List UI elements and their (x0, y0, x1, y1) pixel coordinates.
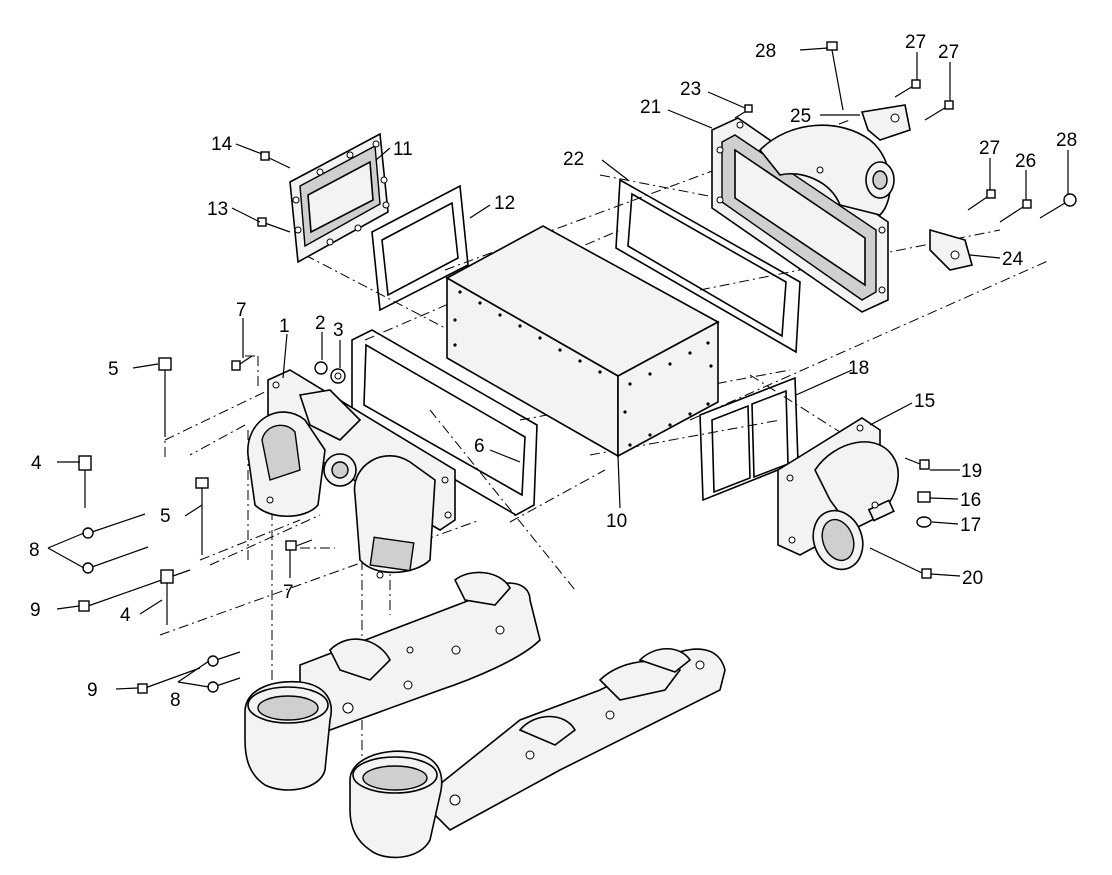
outlet-housing-21 (711, 117, 895, 313)
callout-leaders (47, 47, 1069, 690)
callout-27-top-right: 27 (938, 42, 959, 63)
bolt-14 (260, 151, 291, 169)
callout-24: 24 (1002, 249, 1024, 270)
callout-1: 1 (279, 316, 290, 337)
bracket-25 (860, 104, 911, 141)
bolt-8-b (82, 546, 149, 574)
callout-7-top: 7 (236, 300, 247, 321)
callout-19: 19 (961, 461, 982, 482)
callout-labels: 28 27 27 23 21 25 22 27 26 28 24 14 13 1… (29, 32, 1077, 711)
callout-9-top: 9 (30, 600, 41, 621)
callout-5-top: 5 (108, 359, 119, 380)
bolt-8-a (82, 513, 146, 539)
end-cover-11 (289, 132, 390, 264)
callout-4-top: 4 (31, 453, 42, 474)
callout-25: 25 (790, 106, 811, 127)
callout-4-mid: 4 (120, 605, 131, 626)
bolt-7-top (231, 355, 253, 371)
callout-22: 22 (563, 149, 584, 170)
callout-12: 12 (494, 193, 515, 214)
bolt-9-low (137, 667, 201, 694)
callout-15: 15 (914, 391, 935, 412)
bolt-5-mid (195, 477, 209, 555)
callout-7-mid: 7 (283, 582, 294, 603)
callout-2: 2 (315, 313, 326, 334)
callout-6: 6 (474, 436, 485, 457)
bolt-23 (734, 104, 753, 119)
callout-8-top: 8 (29, 540, 40, 561)
callout-20: 20 (962, 568, 983, 589)
bolt-5-top (158, 357, 172, 437)
plug-16 (917, 491, 931, 503)
callout-3: 3 (333, 320, 344, 341)
lower-manifold-left (244, 571, 541, 791)
bolt-8-c (207, 651, 241, 667)
bolt-4-mid (160, 569, 174, 625)
callout-18: 18 (848, 358, 869, 379)
bolt-19 (904, 457, 930, 470)
callout-9-low: 9 (87, 680, 98, 701)
bolt-26 (999, 199, 1032, 223)
gasket-22 (615, 178, 801, 354)
bolt-7-mid (285, 539, 313, 551)
callout-14: 14 (211, 134, 233, 155)
bolt-27-side (967, 189, 996, 211)
washer-17 (916, 516, 932, 528)
bolt-27-top-left (894, 79, 921, 98)
fasteners (78, 41, 1077, 694)
callout-11: 11 (393, 139, 413, 160)
bolt-28-top (826, 41, 844, 111)
callout-16: 16 (960, 490, 981, 511)
bolt-28-side (1039, 193, 1077, 219)
bolt-20 (869, 547, 932, 579)
bolt-4-top (78, 455, 92, 508)
callout-17: 17 (960, 515, 981, 536)
callout-27-side: 27 (979, 138, 1000, 159)
bolt-27-top-right (924, 100, 954, 121)
washer-3 (330, 368, 346, 384)
cooler-core (445, 225, 720, 458)
callout-13: 13 (207, 199, 228, 220)
bolt-13 (257, 217, 291, 233)
callout-27-top-left: 27 (905, 32, 926, 53)
callout-10: 10 (606, 511, 627, 532)
front-housing-1 (247, 369, 456, 579)
lower-manifold-right (349, 648, 726, 859)
callout-28-side: 28 (1056, 130, 1077, 151)
callout-23: 23 (680, 79, 701, 100)
callout-28-top: 28 (755, 41, 776, 62)
plug-2 (314, 361, 328, 375)
inlet-housing-15 (777, 417, 900, 571)
bolt-8-d (207, 677, 241, 693)
callout-8-low: 8 (170, 690, 181, 711)
gasket-12 (371, 184, 469, 312)
callout-21: 21 (640, 97, 661, 118)
callout-5-mid: 5 (160, 506, 171, 527)
callout-26: 26 (1015, 151, 1036, 172)
bracket-24 (929, 228, 973, 271)
